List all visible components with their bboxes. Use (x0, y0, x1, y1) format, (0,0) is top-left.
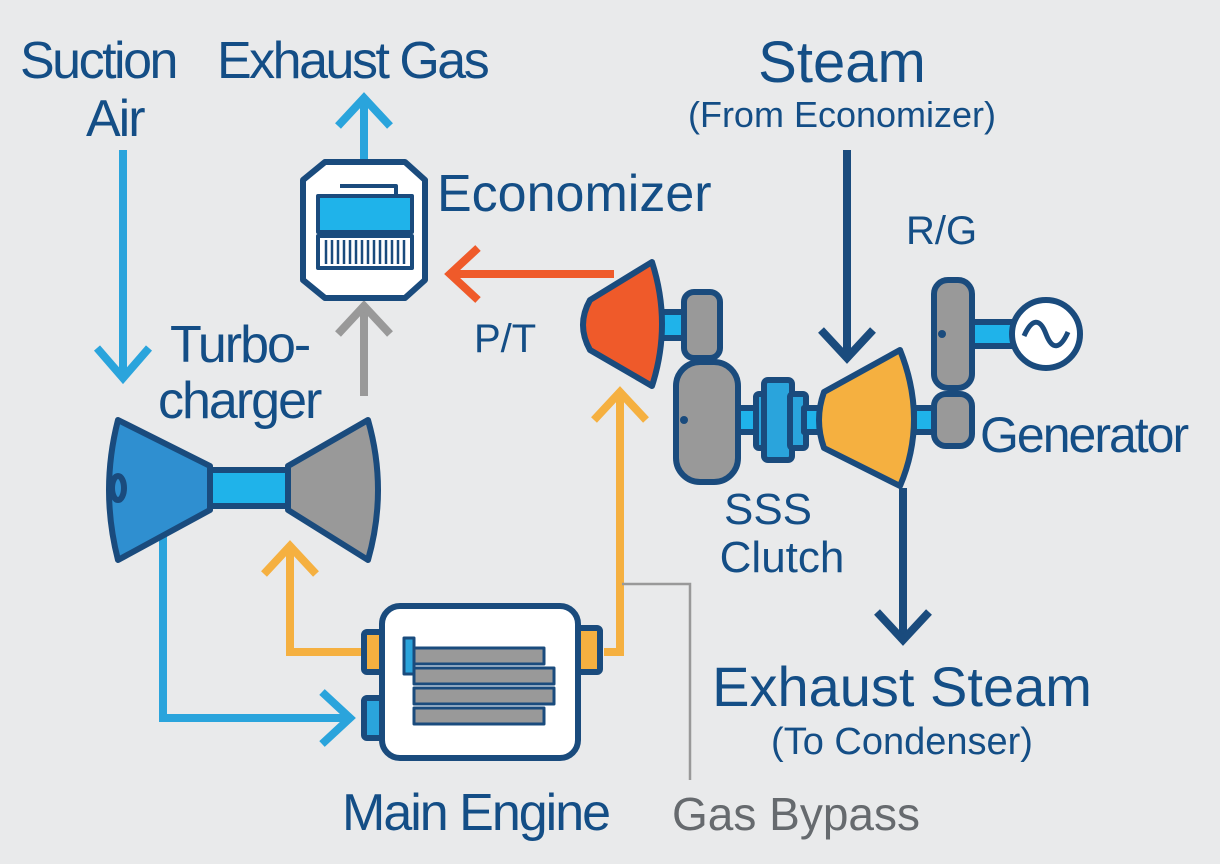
charge-air-line (159, 530, 350, 722)
main-gear-hub (680, 416, 688, 424)
rg-generator-unit (931, 277, 1083, 449)
economizer-unit (300, 159, 428, 301)
steam-inlet-arrowhead (818, 327, 876, 364)
pt-gear-wheel (681, 289, 723, 361)
turbine-exhaust-arrowhead (335, 300, 393, 337)
exhaust-gas-label: Exhaust Gas (217, 32, 489, 90)
exhaust-steam-destination-label: (To Condenser) (771, 721, 1033, 763)
rg-label: R/G (906, 209, 977, 253)
generator-label: Generator (980, 407, 1188, 463)
turbocharger-label-line1: Turbo- (170, 316, 309, 374)
rg-shaft (967, 319, 1017, 349)
economizer-hot-section (316, 194, 414, 234)
exhaust-steam-arrowhead (874, 609, 932, 646)
rg-gear-hub (938, 330, 946, 338)
engine-block-slab-2 (412, 666, 556, 686)
flow-lines (93, 92, 932, 780)
suction-air-label-line2: Air (86, 90, 145, 148)
gas-bypass-label: Gas Bypass (672, 788, 920, 840)
charge-air-arrowhead (319, 689, 356, 747)
exhaust-gas-arrowhead (335, 92, 393, 129)
power-turbine-body (580, 259, 665, 389)
engine-block-slab-3 (412, 686, 556, 706)
exhaust-steam-label: Exhaust Steam (712, 655, 1092, 718)
rg-small-gear (931, 391, 975, 449)
rg-large-gear (931, 277, 975, 391)
turbocharger-compressor (106, 417, 213, 563)
economizer-tube-bank (316, 234, 414, 270)
turbocharger-shaft (197, 467, 299, 509)
economizer-tubes (324, 240, 406, 264)
gear-train (673, 347, 945, 489)
sss-clutch-label-line2: Clutch (720, 533, 845, 582)
pt-label: P/T (474, 317, 536, 361)
power-turbine-unit (580, 259, 723, 389)
gas-bypass-leader (622, 582, 692, 780)
engine-exhaust-to-pt-arrowhead (591, 386, 649, 423)
engine-exhaust-to-turbine-arrowhead (261, 540, 319, 577)
turbocharger-label-line2: charger (158, 372, 322, 430)
sss-clutch-label-line1: SSS (724, 485, 812, 534)
sine-wave-icon (1021, 319, 1071, 349)
economizer-label: Economizer (437, 165, 712, 223)
main-engine-unit (361, 603, 603, 761)
suction-air-arrowhead (93, 345, 153, 385)
turbocharger-turbine (285, 417, 381, 563)
labels: Suction Air Exhaust Gas Steam (From Econ… (20, 30, 1190, 842)
main-engine-label: Main Engine (342, 784, 609, 842)
engine-exhaust-to-pt-line (604, 392, 624, 656)
engine-block-slab-1 (412, 646, 546, 666)
engine-manifold (402, 636, 416, 676)
engine-exhaust-to-turbine-line (286, 546, 368, 656)
engine-block-slab-4 (412, 706, 546, 726)
turbocharger-unit (106, 417, 381, 563)
steam-source-label: (From Economizer) (688, 94, 996, 135)
steam-turbine-body (816, 347, 917, 489)
compressor-inlet-eye (109, 473, 127, 503)
suction-air-label-line1: Suction (20, 32, 176, 90)
economizer-header (340, 184, 398, 196)
pt-exhaust-arrowhead (444, 245, 481, 303)
steam-label: Steam (758, 30, 926, 95)
